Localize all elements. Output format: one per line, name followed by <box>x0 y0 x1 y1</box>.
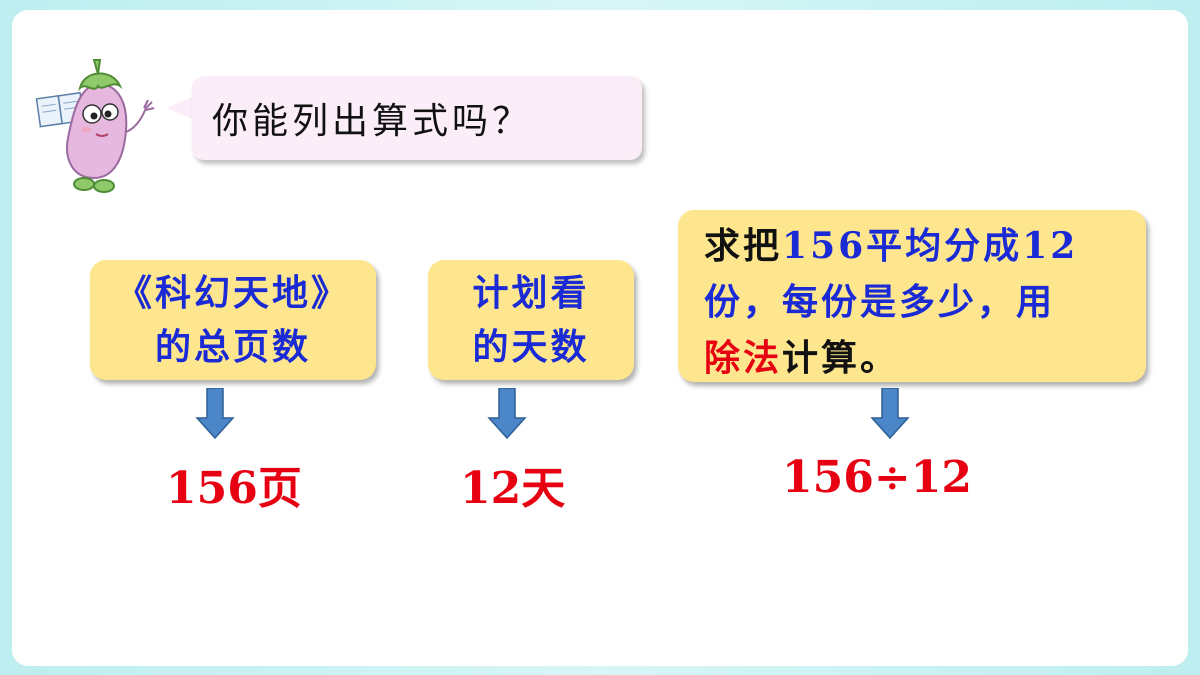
planned-days-box: 计划看 的天数 <box>428 260 634 380</box>
book-pages-box: 《科幻天地》 的总页数 <box>90 260 376 380</box>
speech-question: 你能列出算式吗？ <box>212 101 533 142</box>
explanation-part: 求把 <box>704 225 783 267</box>
arrow-down-icon <box>487 388 527 440</box>
book-pages-line2: 的总页数 <box>154 326 311 368</box>
arrow-down-icon <box>195 388 235 440</box>
explanation-division-word: 除法 <box>704 337 783 379</box>
planned-days-line2: 的天数 <box>472 326 590 368</box>
eggplant-character-icon <box>35 59 155 193</box>
speech-bubble: 你能列出算式吗？ <box>192 76 642 160</box>
explanation-box: 求把156平均分成12 份，每份是多少，用 除法计算。 <box>678 210 1146 382</box>
explanation-part: 计算。 <box>782 337 900 379</box>
result-expression: 156÷12 <box>782 452 972 503</box>
result-days: 12天 <box>460 463 566 514</box>
book-pages-line1: 《科幻天地》 <box>115 272 350 314</box>
explanation-number-156: 156 <box>782 225 867 267</box>
planned-days-line1: 计划看 <box>472 272 590 314</box>
explanation-number-12: 12 <box>1022 225 1079 267</box>
explanation-part: 平均分成 <box>866 225 1023 267</box>
explanation-part: 份，每份是多少，用 <box>704 281 1056 323</box>
result-pages: 156页 <box>166 463 302 514</box>
arrow-down-icon <box>870 388 910 440</box>
speech-bubble-tail <box>166 96 194 120</box>
